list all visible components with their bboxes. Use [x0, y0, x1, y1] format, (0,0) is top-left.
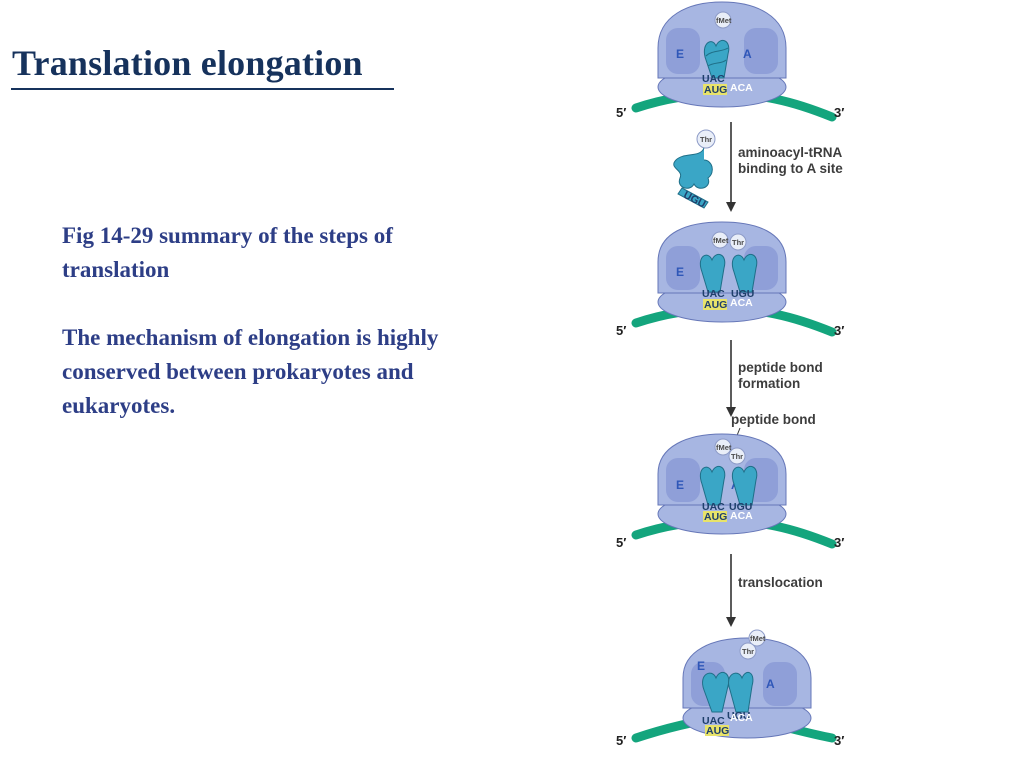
amino-acid-fmet-label: fMet: [750, 634, 766, 643]
anticodon-uac: UAC: [702, 715, 725, 727]
five-prime-label: 5′: [616, 323, 626, 338]
codon-aca: ACA: [730, 712, 753, 724]
anticodon-ugu-free: UGU: [681, 189, 707, 211]
stage-1-ribosome: E P A fMet UAC AUG ACA 5′ 3′: [616, 1, 844, 122]
three-prime-label: 3′: [834, 323, 844, 338]
three-prime-label: 3′: [834, 105, 844, 120]
anticodon-ugu: UGU: [731, 288, 754, 300]
codon-aug: AUG: [704, 511, 727, 523]
trna-p-site: [703, 39, 730, 79]
amino-acid-thr: [739, 642, 757, 660]
amino-acid-fmet: [714, 11, 732, 29]
codon-aca: ACA: [730, 297, 753, 309]
trna-p-site: [728, 671, 754, 713]
peptide-bond-callout: peptide bond: [731, 412, 816, 427]
title-underline: [11, 88, 394, 90]
amino-acid-fmet: [748, 629, 766, 647]
stage-3-ribosome: E P A fMet Thr UAC UGU AUG ACA 5′ 3′: [616, 433, 844, 550]
codon-aug-box: [703, 511, 727, 522]
amino-acid-thr: [728, 447, 746, 465]
codon-aug: AUG: [706, 725, 729, 737]
amino-acid-thr: [729, 233, 747, 251]
amino-acid-fmet-label: fMet: [716, 16, 732, 25]
elongation-note: The mechanism of elongation is highly co…: [62, 325, 439, 418]
incoming-aminoacyl-trna: Thr UGU: [673, 129, 716, 211]
anticodon-uac: UAC: [702, 501, 725, 513]
codon-aca: ACA: [730, 82, 753, 94]
binding-step-label-line2: binding to A site: [738, 161, 843, 176]
anticodon-ugu: UGU: [729, 501, 752, 513]
site-a-label: A: [766, 677, 775, 691]
stage-4-ribosome: E P A fMet Thr UAC UGU AUG ACA 5′ 3′: [616, 629, 844, 748]
three-prime-label: 3′: [834, 733, 844, 748]
peptide-step-label-line1: peptide bond: [738, 360, 823, 375]
amino-acid-fmet: [714, 438, 732, 456]
slide-title: Translation elongation: [12, 43, 363, 83]
site-a-label: A: [743, 47, 752, 61]
trna-a-site: [731, 465, 758, 506]
stage-2-ribosome: E P A fMet Thr UAC UGU AUG ACA 5′ 3′: [616, 221, 844, 338]
codon-aug-box: [705, 725, 729, 736]
binding-step-label-line1: aminoacyl-tRNA: [738, 145, 843, 160]
amino-acid-thr-label: Thr: [742, 647, 754, 656]
anticodon-uac: UAC: [702, 288, 725, 300]
trna-p-site: [699, 253, 726, 293]
amino-acid-thr: [696, 129, 716, 149]
amino-acid-fmet-label: fMet: [713, 236, 729, 245]
site-e-label: E: [676, 478, 684, 492]
codon-aug-box: [703, 84, 727, 95]
peptide-step-label-line2: formation: [738, 376, 800, 391]
amino-acid-fmet-label: fMet: [716, 443, 732, 452]
site-e-label: E: [697, 659, 705, 673]
amino-acid-thr-label: Thr: [700, 135, 712, 144]
codon-aca: ACA: [730, 510, 753, 522]
site-e-label: E: [676, 47, 684, 61]
codon-aug: AUG: [704, 84, 727, 96]
figure-caption: Fig 14-29 summary of the steps of transl…: [62, 223, 393, 282]
trna-p-site: [699, 465, 726, 506]
amino-acid-fmet: [711, 231, 729, 249]
translocation-step-label: translocation: [738, 575, 823, 590]
five-prime-label: 5′: [616, 733, 626, 748]
three-prime-label: 3′: [834, 535, 844, 550]
trna-a-site: [731, 253, 758, 293]
five-prime-label: 5′: [616, 105, 626, 120]
site-e-label: E: [676, 265, 684, 279]
codon-aug: AUG: [704, 299, 727, 311]
amino-acid-thr-label: Thr: [731, 452, 743, 461]
codon-aug-box: [703, 299, 727, 310]
anticodon-ugu: UGU: [727, 710, 750, 722]
amino-acid-thr-label: Thr: [732, 238, 744, 247]
anticodon-uac: UAC: [702, 73, 725, 85]
five-prime-label: 5′: [616, 535, 626, 550]
